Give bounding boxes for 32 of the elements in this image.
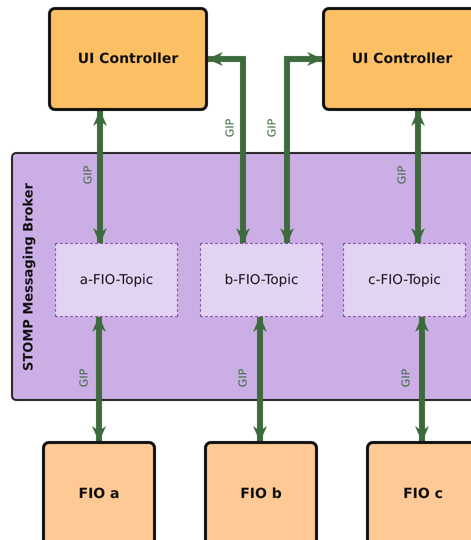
fio-box [42, 441, 156, 540]
edge-label: GIP [396, 166, 408, 184]
box-label: c-FIO-Topic [368, 272, 441, 288]
edge-label: GIP [78, 368, 90, 388]
controller-box [48, 7, 208, 111]
double-arrow [207, 52, 250, 244]
double-arrow [92, 316, 106, 442]
double-arrow [411, 110, 425, 244]
topic-box [55, 243, 178, 317]
double-arrow [253, 316, 267, 442]
box-label: FIO c [403, 486, 443, 502]
controller-box [322, 7, 471, 111]
broker-container [11, 152, 471, 401]
container-title: STOMP Messaging Broker [22, 183, 36, 371]
box-label: FIO b [240, 486, 282, 502]
edge-label: GIP [82, 166, 94, 184]
topic-box [200, 243, 323, 317]
box-label: UI Controller [78, 51, 178, 67]
box-label: a-FIO-Topic [80, 272, 154, 288]
double-arrow [280, 52, 323, 244]
double-arrow [93, 110, 107, 244]
topic-box [343, 243, 466, 317]
box-label: FIO a [78, 486, 120, 502]
box-label: b-FIO-Topic [224, 272, 298, 288]
box-label: UI Controller [352, 51, 452, 67]
fio-box [204, 441, 318, 540]
edge-label: GIP [236, 368, 250, 388]
edge-label: GIP [400, 368, 412, 388]
edge-label: GIP [224, 118, 236, 138]
edge-label: GIP [266, 118, 278, 138]
fio-box [366, 441, 471, 540]
double-arrow [415, 316, 429, 442]
